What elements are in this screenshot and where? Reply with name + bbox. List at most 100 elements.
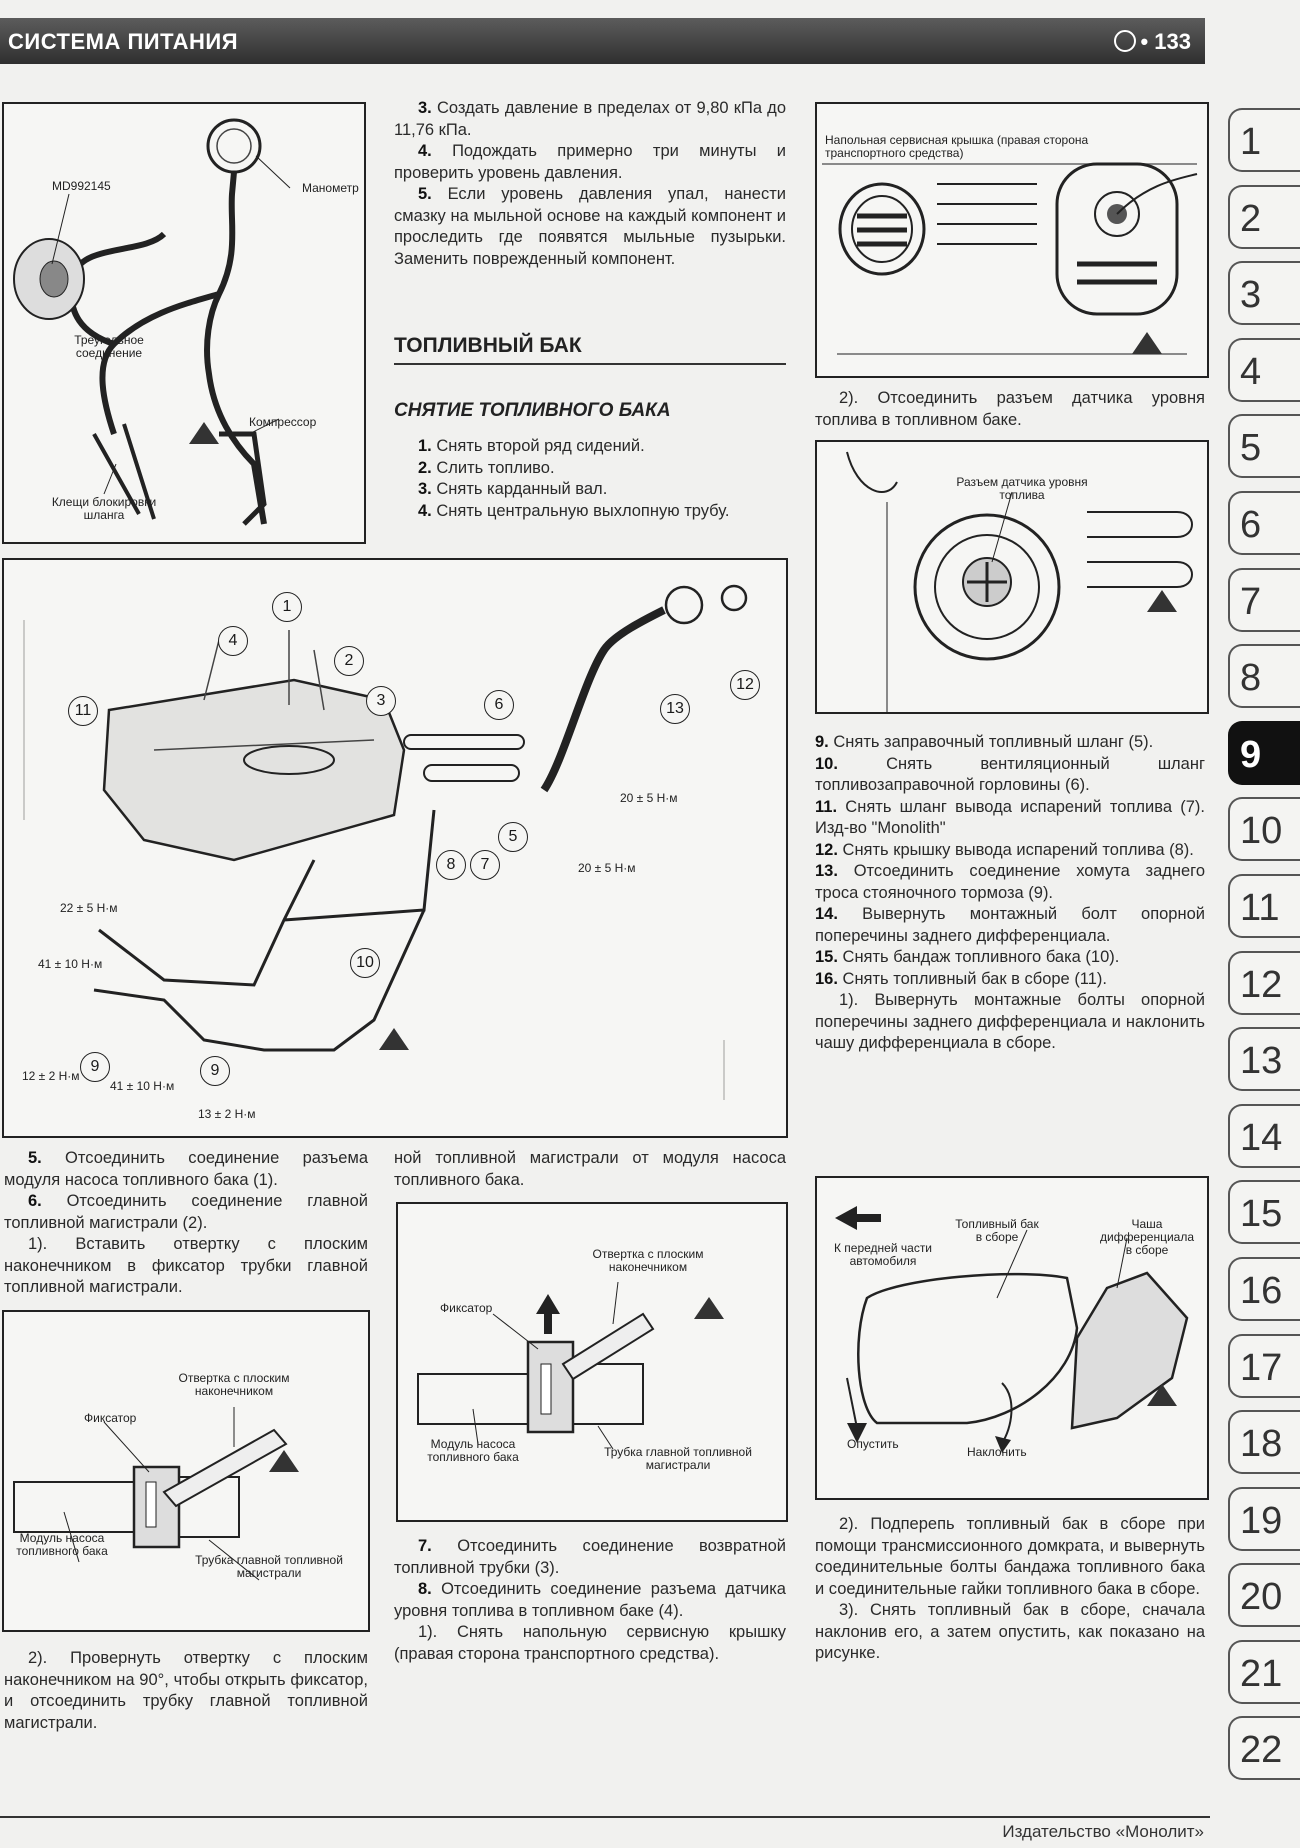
step-text: Подождать примерно три минуты и проверит…: [394, 142, 786, 182]
service-cover-drawing: [822, 162, 1198, 355]
callout-9b: 9: [200, 1056, 230, 1086]
chapter-tab-12[interactable]: 12: [1228, 950, 1300, 1015]
label-main-tube: Трубка главной топливной магистрали: [604, 1445, 752, 1472]
footer-rule: [0, 1816, 1210, 1818]
chapter-tab-10[interactable]: 10: [1228, 797, 1300, 862]
chapter-tab-11[interactable]: 11: [1228, 873, 1300, 938]
chapter-tab-3[interactable]: 3: [1228, 261, 1300, 326]
step-text: Отсоединить соединение главной топливной…: [4, 1192, 368, 1232]
step-text: Снять бандаж топливного бака (10).: [842, 948, 1120, 966]
fuel-tank-exploded-drawing: [23, 584, 748, 1100]
label-sensor-connector: Разъем датчика уровня топлива: [956, 475, 1088, 502]
callout-5: 5: [498, 822, 528, 852]
label-screwdriver: Отвертка с плоским наконечником: [592, 1247, 704, 1274]
step-number: 1.: [418, 437, 432, 455]
chapter-tab-22[interactable]: 22: [1228, 1716, 1300, 1781]
chapter-tab-8[interactable]: 8: [1228, 644, 1300, 709]
chapter-tab-7[interactable]: 7: [1228, 567, 1300, 632]
chapter-tab-9[interactable]: 9: [1228, 720, 1300, 785]
step-number: 4.: [418, 501, 432, 520]
chapter-tab-17[interactable]: 17: [1228, 1333, 1300, 1398]
label-front-direction: К передней части автомобиля: [833, 1241, 933, 1268]
right-substep3: 3). Снять топливный бак в сборе, сначала…: [815, 1601, 1205, 1662]
label-clip: Фиксатор: [84, 1411, 137, 1425]
step-text: Снять крышку вывода испарений топлива (8…: [842, 840, 1194, 859]
step-text: Если уровень давления упал, нанести смаз…: [394, 185, 786, 268]
step-number: 7.: [418, 1537, 432, 1555]
chapter-tab-21[interactable]: 21: [1228, 1639, 1300, 1704]
callout-10: 10: [350, 948, 380, 978]
label-tank-assy: Топливный бак в сборе: [955, 1217, 1039, 1244]
callout-12: 12: [730, 670, 760, 700]
mid-continuation: ной топливной магистрали от модуля насос…: [394, 1149, 786, 1189]
step-number: 11.: [815, 797, 838, 816]
step-text: Снять шланг вывода испарений топлива (7)…: [815, 797, 1205, 838]
chapter-tab-14[interactable]: 14: [1228, 1103, 1300, 1168]
figure-fuel-tank-exploded: 1 2 3 4 5 6 7 8 9 10 11 12 13 9 20 ± 5 Н…: [2, 558, 788, 1138]
mid-substep: 1). Снять напольную сервисную крышку (пр…: [394, 1623, 786, 1663]
chapter-tab-19[interactable]: 19: [1228, 1486, 1300, 1551]
callout-7: 7: [470, 850, 500, 880]
step-number: 13.: [815, 862, 838, 880]
step-number: 5.: [28, 1149, 42, 1167]
figure-sensor-connector: Разъем датчика уровня топлива: [815, 440, 1209, 714]
step-text: Слить топливо.: [436, 458, 555, 477]
left-bottom-steps: 5. Отсоединить соединение разъема модуля…: [4, 1148, 368, 1299]
torque-label: 20 ± 5 Н·м: [578, 861, 636, 875]
chapter-tab-18[interactable]: 18: [1228, 1410, 1300, 1475]
step-number: 4.: [418, 142, 432, 160]
page-number-value: 133: [1154, 29, 1191, 54]
step-number: 16.: [815, 969, 838, 988]
chapter-tab-2[interactable]: 2: [1228, 184, 1300, 249]
chapter-tab-4[interactable]: 4: [1228, 337, 1300, 402]
step-number: 12.: [815, 840, 838, 859]
figure-clip-mid: Отвертка с плоским наконечником Фиксатор…: [396, 1202, 788, 1522]
step-number: 5.: [418, 185, 432, 203]
callout-8: 8: [436, 850, 466, 880]
label-main-tube: Трубка главной топливной магистрали: [195, 1553, 343, 1580]
step-number: 3.: [418, 99, 432, 117]
label-clamp: Клещи блокировки шланга: [51, 495, 157, 522]
chapter-tab-15[interactable]: 15: [1228, 1180, 1300, 1245]
label-tee: Треугольное соединение: [74, 333, 144, 360]
caption-sensor-connector: 2). Отсоединить разъем датчика уровня то…: [815, 389, 1205, 429]
left-bottom-substep2: 2). Провернуть отвертку с плоским наконе…: [4, 1649, 368, 1732]
label-pump-module: Модуль насоса топливного бака: [16, 1531, 108, 1558]
clip-mid-drawing: [417, 1281, 724, 1450]
chapter-tab-13[interactable]: 13: [1228, 1027, 1300, 1092]
step-text: Отсоединить соединение хомута заднего тр…: [815, 862, 1205, 902]
step-number: 8.: [418, 1580, 432, 1598]
step-text: Отсоединить соединение возвратной топлив…: [394, 1537, 786, 1577]
fuel-icon: [1114, 30, 1137, 52]
torque-label: 41 ± 10 Н·м: [110, 1079, 175, 1093]
step-text: Снять заправочный топливный шланг (5).: [833, 733, 1154, 751]
chapter-tab-1[interactable]: 1: [1228, 108, 1300, 172]
section-heading: ТОПЛИВНЫЙ БАК: [394, 334, 582, 357]
chapter-tab-20[interactable]: 20: [1228, 1563, 1300, 1628]
chapter-tab-5[interactable]: 5: [1228, 414, 1300, 479]
torque-label: 13 ± 2 Н·м: [198, 1107, 256, 1121]
chapter-tab-6[interactable]: 6: [1228, 490, 1300, 555]
callout-1: 1: [272, 592, 302, 622]
chapter-tab-16[interactable]: 16: [1228, 1256, 1300, 1321]
section-rule: [394, 363, 786, 365]
step-text: Снять вентиляционный шланг топливозаправ…: [815, 754, 1205, 795]
mid-bottom-steps: 7. Отсоединить соединение возвратной топ…: [394, 1536, 786, 1665]
callout-3: 3: [366, 686, 396, 716]
figure-clip-left: Отвертка с плоским наконечником Фиксатор…: [2, 1310, 370, 1632]
clip-left-drawing: [13, 1407, 299, 1581]
step-text: Снять центральную выхлопную трубу.: [436, 501, 730, 520]
step-text: Отсоединить соединение разъема датчика у…: [394, 1580, 786, 1620]
step-text: Снять второй ряд сидений.: [436, 437, 645, 455]
pressure-test-drawing: [13, 118, 291, 526]
sensor-connector-drawing: [846, 451, 1193, 712]
step-text: Снять топливный бак в сборе (11).: [842, 969, 1108, 988]
step-text: Снять карданный вал.: [436, 480, 608, 498]
label-tool-code: MD992145: [52, 179, 111, 193]
page-number: • 133: [1114, 29, 1191, 55]
right-steps: 9. Снять заправочный топливный шланг (5)…: [815, 732, 1205, 1055]
step-number: 2.: [418, 458, 432, 477]
step-number: 15.: [815, 948, 838, 966]
torque-label: 20 ± 5 Н·м: [620, 791, 678, 805]
